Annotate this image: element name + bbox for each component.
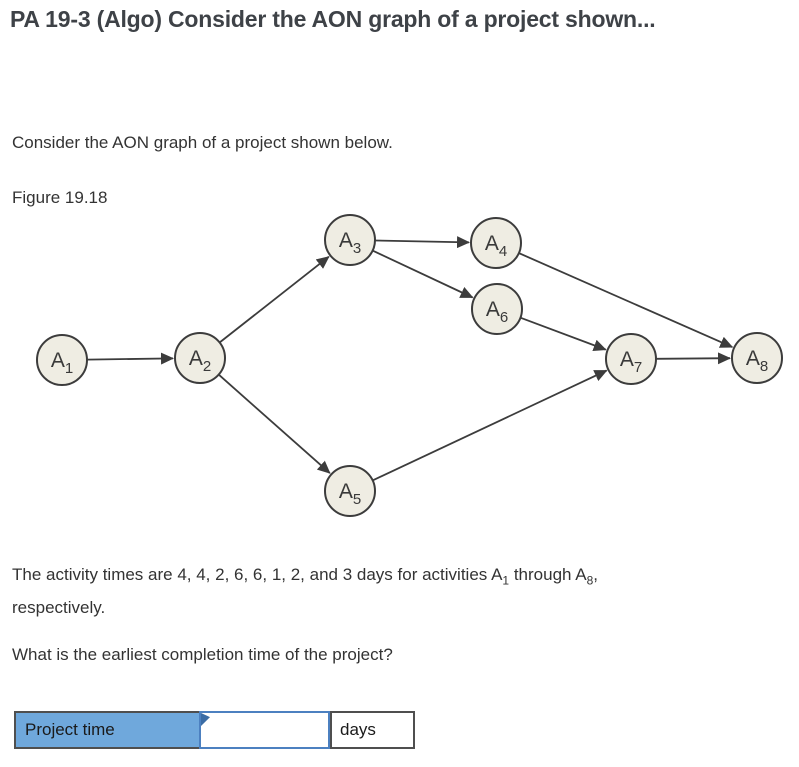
diagram-edge-A2-A5 <box>218 373 331 474</box>
activity-times-mid: through A <box>509 565 587 584</box>
node-circle <box>470 217 522 269</box>
node-label: A5 <box>339 480 361 508</box>
answer-table: Project time days <box>14 711 415 749</box>
diagram-node-A3: A3 <box>324 214 376 266</box>
node-label: A1 <box>51 349 73 377</box>
node-circle <box>471 283 523 335</box>
node-label: A4 <box>485 232 507 260</box>
node-circle <box>36 334 88 386</box>
node-label: A2 <box>189 347 211 375</box>
diagram-node-A4: A4 <box>470 217 522 269</box>
page-title: PA 19-3 (Algo) Consider the AON graph of… <box>10 6 656 32</box>
diagram-edge-A5-A7 <box>372 369 608 482</box>
activity-times-line2: respectively. <box>12 598 106 618</box>
diagram-edge-A2-A3 <box>219 255 330 344</box>
figure-label: Figure 19.18 <box>12 188 108 207</box>
intro-text: Consider the AON graph of a project show… <box>12 133 393 152</box>
node-label: A3 <box>339 229 361 257</box>
project-time-input[interactable] <box>199 711 330 749</box>
activity-times-prefix: The activity times are 4, 4, 2, 6, 6, 1,… <box>12 565 503 584</box>
node-circle <box>731 332 783 384</box>
unit-label: days <box>330 711 415 749</box>
node-label: A8 <box>746 347 768 375</box>
node-circle <box>324 465 376 517</box>
diagram-node-A5: A5 <box>324 465 376 517</box>
activity-sub-end: 8 <box>586 573 594 588</box>
diagram-edge-A3-A4 <box>374 236 470 249</box>
activity-times-suffix: , <box>593 565 599 584</box>
diagram-edge-A1-A2 <box>86 352 174 365</box>
diagram-node-A6: A6 <box>471 283 523 335</box>
activity-times-line1: The activity times are 4, 4, 2, 6, 6, 1,… <box>12 561 598 594</box>
node-circle <box>324 214 376 266</box>
node-circle <box>174 332 226 384</box>
diagram-edge-A7-A8 <box>655 352 731 365</box>
node-circle <box>605 333 657 385</box>
activity-sub-start: 1 <box>502 573 510 588</box>
activity-times-text: The activity times are 4, 4, 2, 6, 6, 1,… <box>12 561 598 621</box>
diagram-edge-A6-A7 <box>520 316 607 352</box>
diagram-edge-A3-A6 <box>372 249 474 299</box>
node-label: A7 <box>620 348 642 376</box>
diagram-node-A8: A8 <box>731 332 783 384</box>
node-label: A6 <box>486 298 508 326</box>
diagram-edge-A4-A8 <box>518 252 734 348</box>
question-text: What is the earliest completion time of … <box>12 645 393 664</box>
diagram-node-A7: A7 <box>605 333 657 385</box>
answer-input-cell[interactable] <box>199 711 330 749</box>
diagram-node-A2: A2 <box>174 332 226 384</box>
diagram-node-A1: A1 <box>36 334 88 386</box>
project-time-label: Project time <box>14 711 199 749</box>
